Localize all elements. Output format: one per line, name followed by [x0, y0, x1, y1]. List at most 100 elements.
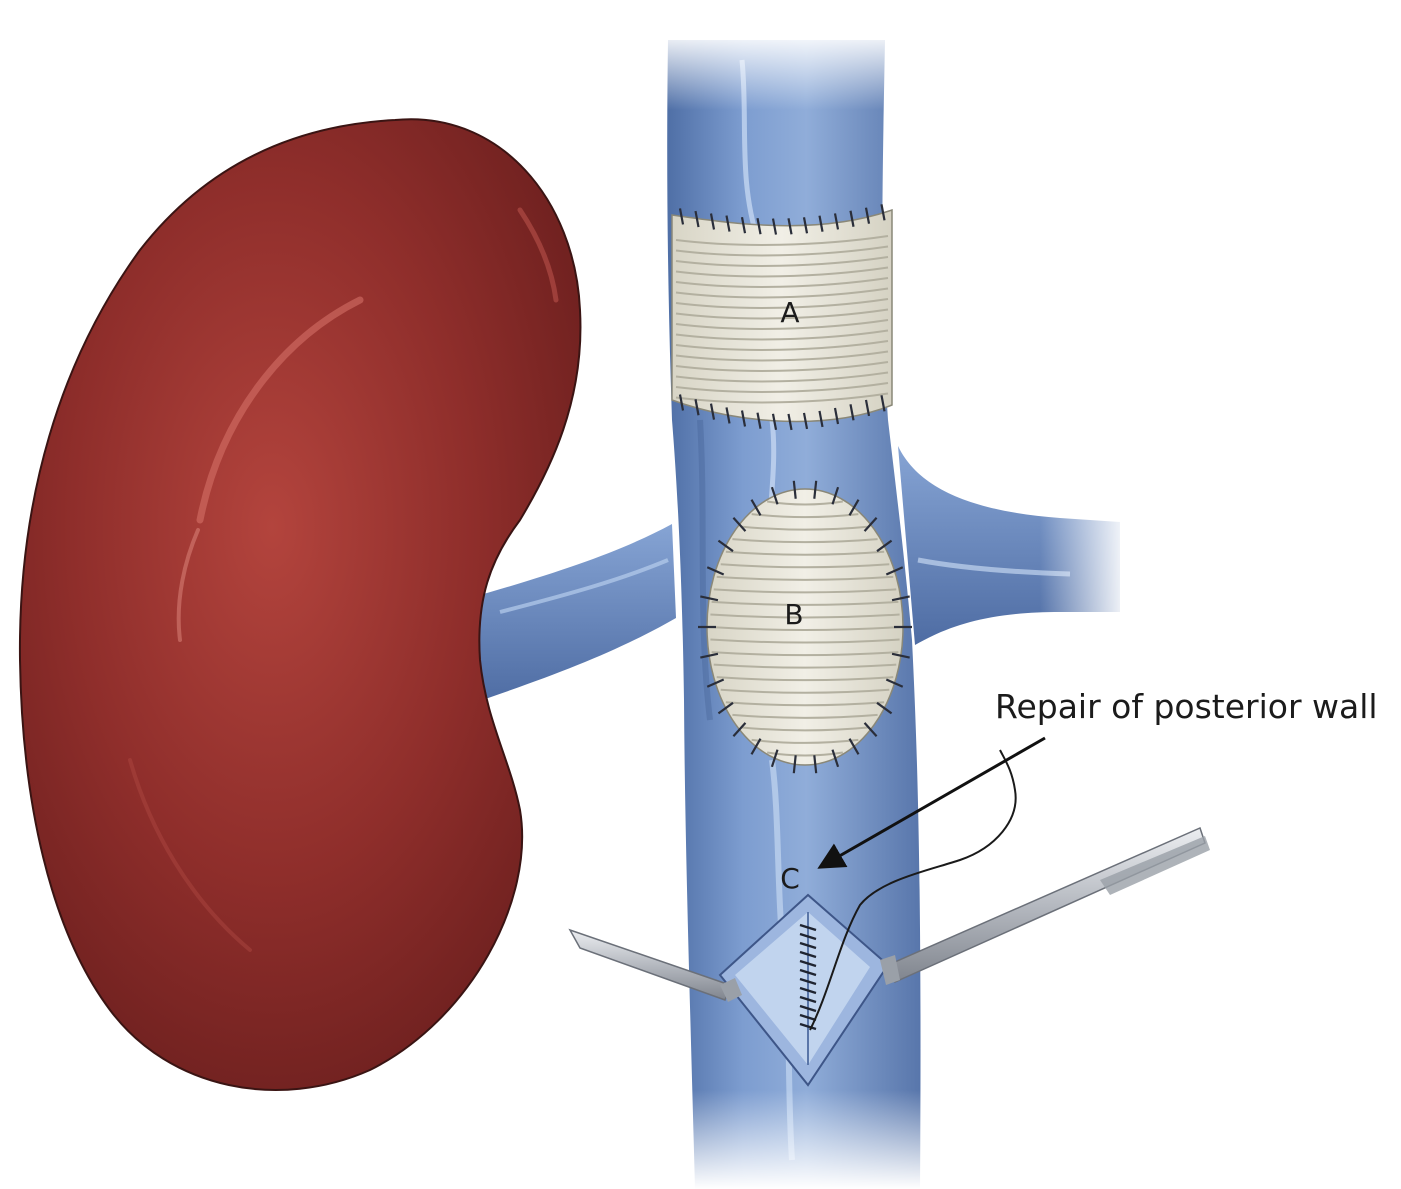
retractor-right: [880, 826, 1210, 985]
suture-stitch: [885, 566, 904, 576]
suture-stitch: [799, 1022, 817, 1031]
patch-a-rib: [675, 298, 889, 309]
suture-stitch: [756, 412, 762, 429]
patch-a-rib: [675, 319, 889, 330]
suture-stitch: [799, 977, 817, 986]
venotomy-c: [718, 749, 1017, 1087]
suture-stitch: [831, 486, 840, 505]
suture-stitch: [787, 413, 793, 431]
suture-stitch: [876, 701, 893, 715]
suture-stitch: [717, 539, 734, 553]
suture-stitch: [802, 412, 809, 430]
suture-stitch: [706, 566, 725, 576]
patch-b-rib: [732, 713, 878, 719]
patch-a-rib: [675, 266, 889, 278]
suture-stitch: [709, 403, 716, 420]
patch-a-rib: [675, 371, 889, 383]
suture-stitch: [799, 941, 817, 950]
label-a: A: [780, 296, 799, 329]
annotation-arrow: [817, 736, 1046, 869]
suture-stitch: [770, 749, 779, 768]
patch-a-rib: [675, 308, 889, 320]
renal-vein-left: [470, 524, 676, 704]
suture-stitch: [756, 218, 762, 235]
suture-stitch: [740, 410, 747, 427]
suture-stitch: [678, 394, 685, 411]
patch-a-rib: [675, 392, 889, 404]
suture-stitch: [831, 749, 840, 768]
retractor-left: [568, 928, 742, 1002]
patch-b: [698, 480, 912, 774]
label-b: B: [784, 598, 803, 631]
suture-stitch: [700, 595, 719, 602]
suture-stitch: [848, 738, 860, 755]
patch-b-rib: [711, 651, 899, 657]
suture-stitch: [787, 218, 793, 235]
suture-stitch: [864, 207, 871, 224]
suture-stitch: [732, 517, 747, 532]
suture-stitch: [848, 499, 860, 516]
suture-stitch: [799, 986, 817, 995]
suture-stitch: [706, 678, 725, 688]
suture-stitch: [750, 499, 762, 516]
patch-b-rib: [732, 538, 878, 544]
suture-stitch: [770, 486, 779, 505]
suture-stitch: [694, 210, 700, 228]
patch-a-rib: [675, 329, 889, 341]
suture-stitch: [799, 932, 817, 941]
suture-stitch: [771, 413, 778, 431]
suture-stitch: [750, 738, 762, 755]
suture-stitch: [771, 218, 778, 235]
patch-b-rib: [725, 701, 885, 707]
suture-stitch: [849, 210, 855, 227]
patch-a-rib: [675, 287, 889, 299]
renal-vein-right: [898, 446, 1130, 645]
suture-stitch: [799, 1013, 817, 1022]
patch-a-rib: [675, 256, 889, 267]
patch-b-rib: [709, 626, 901, 631]
patch-b-rib: [713, 663, 897, 669]
patch-a-rib: [675, 340, 889, 351]
suture-stitch: [740, 216, 747, 234]
patch-b-rib: [713, 588, 897, 594]
patch-b-rib: [751, 513, 859, 519]
patch-b-rib: [740, 525, 870, 531]
suture-stitch: [813, 480, 818, 499]
suture-stitch: [700, 652, 719, 659]
suture-stitch: [833, 407, 840, 425]
patch-b-rib: [716, 676, 894, 682]
suture-stitch: [885, 678, 904, 688]
suture-stitch: [833, 213, 840, 230]
suture-stitch: [802, 217, 809, 234]
patch-b-rib: [716, 575, 894, 581]
patch-b-rib: [740, 726, 870, 732]
suture-stitch: [876, 539, 893, 553]
suture-stitch: [709, 213, 716, 230]
patch-a-rib: [675, 361, 889, 372]
patch-a-rib: [675, 235, 889, 246]
patch-b-rib: [751, 738, 859, 744]
patch-b-rib: [767, 751, 843, 757]
patch-b-rib: [720, 688, 890, 694]
patch-b-rib: [767, 500, 843, 506]
suture-stitch: [792, 480, 797, 499]
patch-b-rib: [711, 600, 899, 606]
suture-stitch: [799, 923, 817, 932]
patch-a-rib: [675, 245, 889, 257]
suture-stitch: [813, 755, 818, 774]
kidney: [18, 118, 582, 1091]
suture-stitch: [849, 404, 855, 421]
suture-stitch: [717, 701, 734, 715]
suture-stitch: [799, 995, 817, 1004]
suture-stitch: [863, 722, 878, 737]
suture-stitch: [799, 1004, 817, 1013]
suture-stitch: [725, 215, 731, 232]
suture-stitch: [799, 968, 817, 977]
patch-b-rib: [710, 638, 900, 644]
suture-stitch: [864, 399, 871, 417]
patch-b-rib: [720, 563, 890, 569]
patch-b-rib: [725, 550, 885, 556]
suture-stitch: [880, 204, 886, 221]
